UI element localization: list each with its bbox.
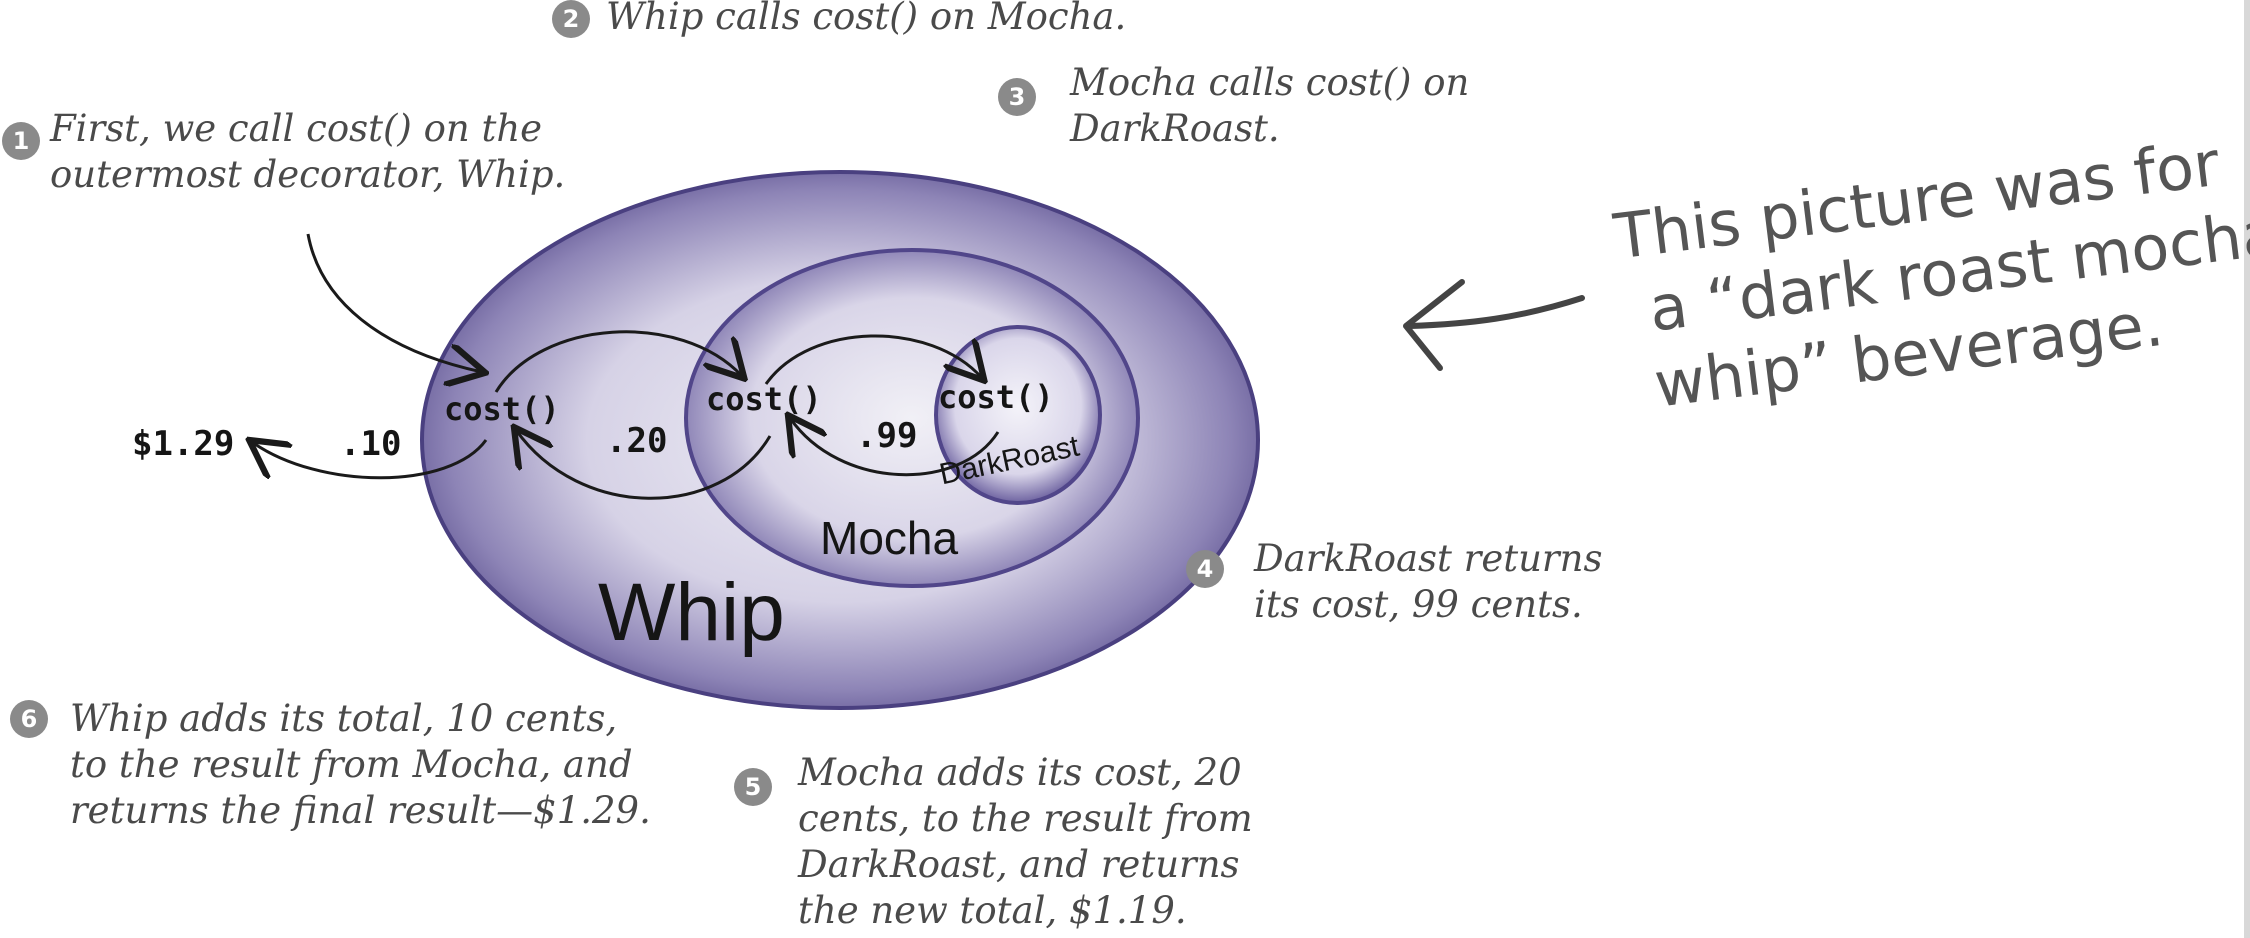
whip-cost-method: cost() (444, 390, 560, 428)
return-arrow-mocha-to-whip (516, 430, 772, 500)
step-6-note: Whip adds its total, 10 cents, to the re… (70, 696, 651, 834)
darkroast-value: .99 (856, 416, 917, 456)
step-2-badge: 2 (552, 0, 590, 38)
step-3-line: DarkRoast. (1070, 107, 1280, 150)
mocha-cost-method: cost() (706, 380, 822, 418)
step-3-note: Mocha calls cost() on DarkRoast. (1070, 60, 1469, 152)
call-arrow-whip-to-mocha (494, 330, 742, 393)
step-4-line: its cost, 99 cents. (1254, 583, 1583, 626)
step-1-note: First, we call cost() on the outermost d… (50, 106, 565, 198)
step-1-line: outermost decorator, Whip. (50, 153, 566, 196)
step-5-line: Mocha adds its cost, 20 (798, 751, 1242, 794)
mocha-layer-label: Mocha (820, 512, 958, 564)
step-2-line: Whip calls cost() on Mocha. (606, 0, 1127, 38)
step-4-badge: 4 (1186, 550, 1224, 588)
call-arrow-into-whip (306, 233, 482, 372)
step-4-note: DarkRoast returns its cost, 99 cents. (1254, 536, 1602, 628)
return-arrow-whip-to-caller (252, 440, 488, 478)
total-value: $1.29 (132, 424, 234, 464)
mocha-value: .20 (606, 421, 667, 461)
step-5-line: cents, to the result from (798, 797, 1253, 840)
step-3-badge: 3 (998, 78, 1036, 116)
step-5-note: Mocha adds its cost, 20 cents, to the re… (798, 750, 1253, 934)
side-note-arrow (1407, 295, 1585, 329)
whip-layer-label: Whip (598, 567, 785, 658)
step-5-badge: 5 (734, 768, 772, 806)
whip-value: .10 (340, 424, 401, 464)
step-6-line: to the result from Mocha, and (70, 743, 633, 786)
step-6-badge: 6 (10, 700, 48, 738)
page-edge (2244, 0, 2250, 938)
step-1-badge: 1 (2, 122, 40, 160)
step-5-line: the new total, $1.19. (798, 889, 1187, 932)
step-1-line: First, we call cost() on the (50, 107, 543, 150)
step-5-line: DarkRoast, and returns (798, 843, 1240, 886)
step-6-line: returns the final result—$1.29. (70, 789, 651, 832)
step-3-line: Mocha calls cost() on (1070, 61, 1470, 104)
call-arrow-mocha-to-darkroast (764, 334, 982, 384)
side-note-arrowhead (1403, 279, 1465, 371)
darkroast-cost-method: cost() (938, 378, 1054, 416)
step-6-line: Whip adds its total, 10 cents, (70, 697, 618, 740)
return-arrow-darkroast-to-mocha (790, 418, 1000, 477)
step-2-note: Whip calls cost() on Mocha. (606, 0, 1126, 40)
step-4-line: DarkRoast returns (1254, 537, 1603, 580)
